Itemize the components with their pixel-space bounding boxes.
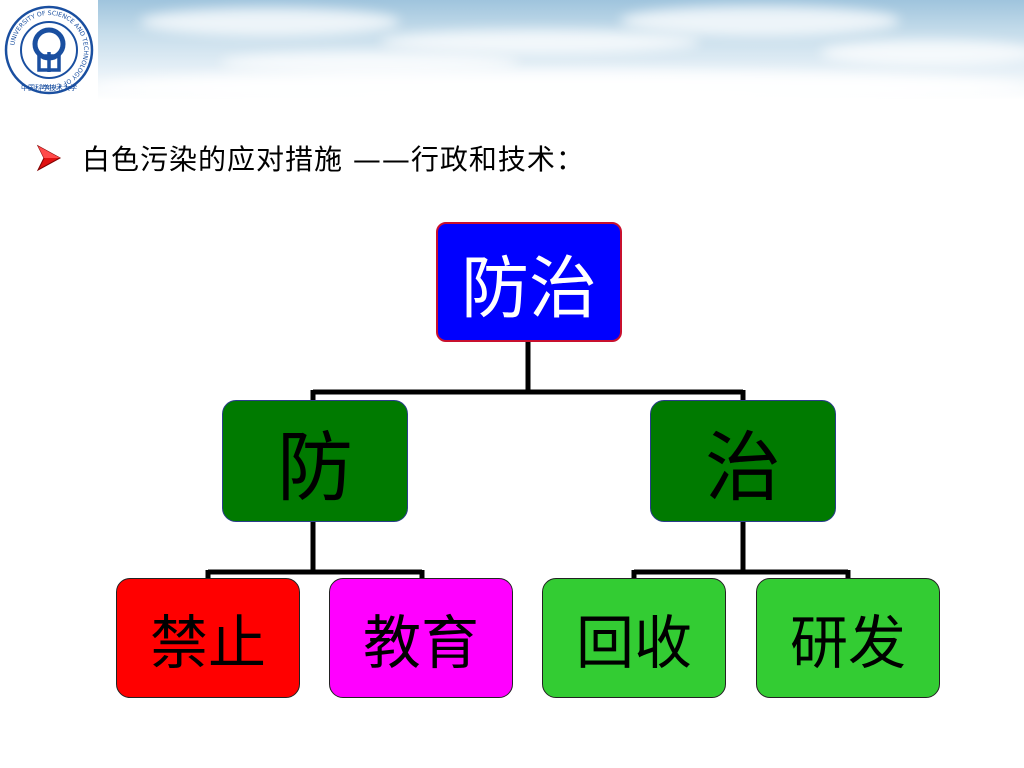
node-prevent-label: 防 bbox=[277, 423, 353, 512]
arrow-bullet-icon bbox=[36, 144, 62, 172]
heading-text: 白色污染的应对措施 ——行政和技术： bbox=[82, 143, 585, 176]
university-logo: UNIVERSITY OF SCIENCE AND TECHNOLOGY OF … bbox=[0, 0, 98, 100]
node-prohibit-label: 禁止 bbox=[149, 609, 266, 677]
node-education: 教育 bbox=[329, 578, 513, 698]
svg-text:中国科学技术大学: 中国科学技术大学 bbox=[21, 83, 77, 92]
node-treat-label: 治 bbox=[705, 423, 781, 512]
node-recycle-label: 回收 bbox=[575, 609, 692, 677]
university-seal-icon: UNIVERSITY OF SCIENCE AND TECHNOLOGY OF … bbox=[4, 5, 94, 95]
node-prevent: 防 bbox=[222, 400, 408, 522]
node-education-label: 教育 bbox=[362, 609, 479, 677]
node-research-label: 研发 bbox=[789, 609, 906, 677]
node-research: 研发 bbox=[756, 578, 940, 698]
node-prohibit: 禁止 bbox=[116, 578, 300, 698]
node-recycle: 回收 bbox=[542, 578, 726, 698]
node-root-label: 防治 bbox=[460, 249, 597, 329]
node-treat: 治 bbox=[650, 400, 836, 522]
heading-row: 白色污染的应对措施 ——行政和技术： bbox=[36, 138, 585, 178]
node-root: 防治 bbox=[436, 222, 622, 342]
header-banner bbox=[0, 0, 1024, 100]
